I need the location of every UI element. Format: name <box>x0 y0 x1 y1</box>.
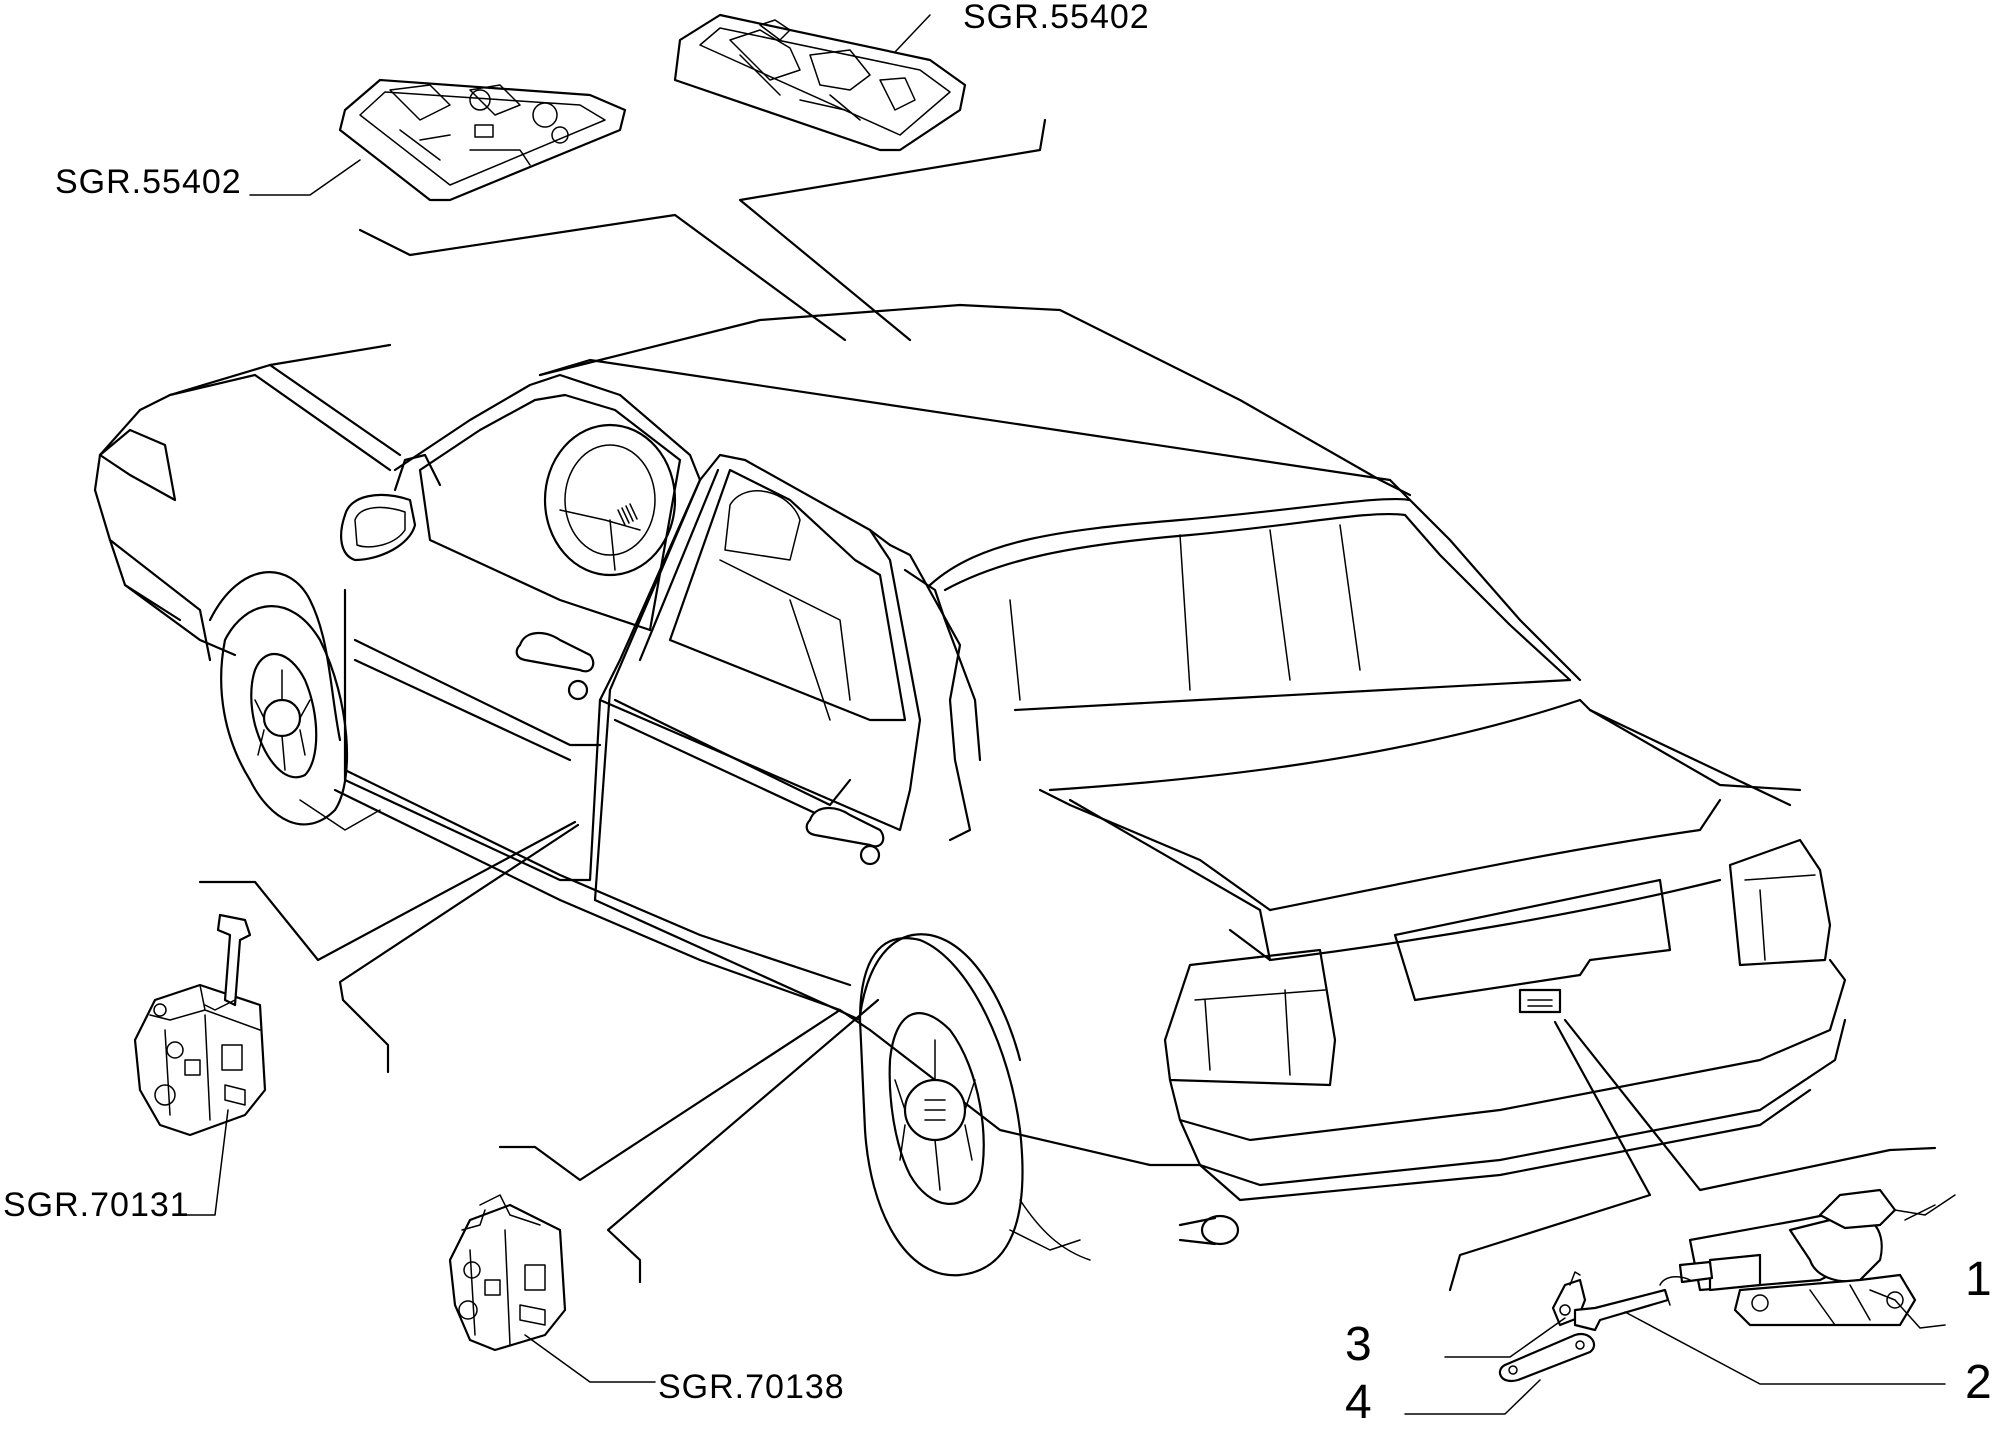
callout-2: 2 <box>1965 1356 1992 1409</box>
door-lock-rear <box>448 1194 567 1352</box>
leader-n4 <box>1404 1379 1541 1415</box>
label-lock-front: SGR.70131 <box>3 1186 190 1224</box>
callout-4: 4 <box>1345 1376 1372 1425</box>
bracket-lock-rear-upper <box>498 1008 842 1182</box>
leader-lock-front <box>184 1109 229 1216</box>
label-top-left: SGR.55402 <box>55 163 242 201</box>
leader-n3 <box>1444 1317 1566 1358</box>
callout-1: 1 <box>1965 1253 1992 1306</box>
door-lock-front <box>133 913 267 1137</box>
leader-top-right <box>894 14 931 53</box>
bracket-boot-upper <box>1563 1018 1937 1192</box>
leader-n1 <box>1869 1289 1946 1329</box>
leader-top-left <box>249 159 361 196</box>
leader-lock-rear <box>524 1334 656 1383</box>
bracket-boot-lower <box>1448 1020 1652 1292</box>
bracket-roof-right <box>738 118 1047 342</box>
boot-lock-plate <box>1498 1332 1596 1383</box>
bracket-roof-left <box>358 213 847 342</box>
leader-n2 <box>1624 1311 1946 1385</box>
car-illustration <box>93 303 1847 1277</box>
label-lock-rear: SGR.70138 <box>658 1368 845 1406</box>
boot-lock-actuator <box>1659 1188 1956 1327</box>
courtesy-lamp-left <box>338 78 627 202</box>
bracket-lock-front-lower <box>338 823 580 1074</box>
callout-3: 3 <box>1345 1318 1372 1371</box>
courtesy-lamp-right <box>673 13 967 152</box>
bracket-lock-front-upper <box>198 820 577 962</box>
bracket-lock-rear-lower <box>606 998 880 1284</box>
label-top-right: SGR.55402 <box>963 0 1150 36</box>
boot-lock-rod <box>1573 1288 1671 1332</box>
